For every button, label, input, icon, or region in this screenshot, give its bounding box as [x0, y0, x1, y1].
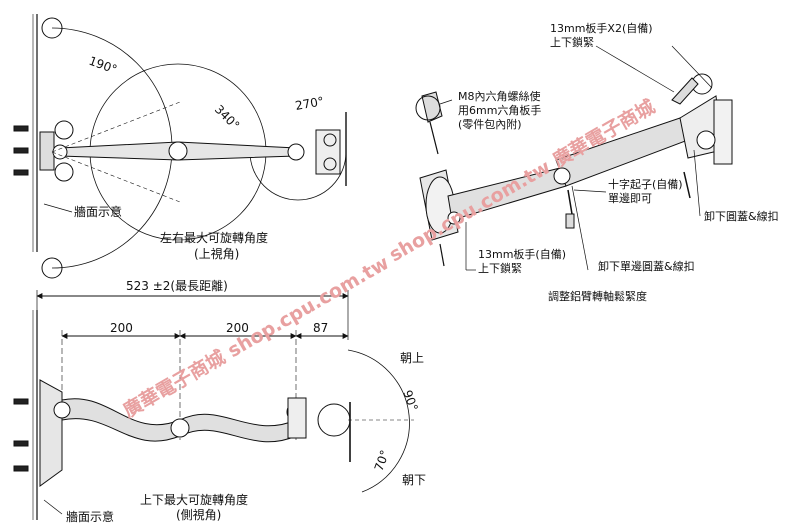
- tilt-up-label: 朝上: [400, 351, 424, 365]
- top-wall-label: 牆面示意: [74, 204, 122, 219]
- tilt-down-angle: 70°: [372, 448, 392, 473]
- tilt-down-label: 朝下: [402, 473, 426, 487]
- adjust-view-drawing: [415, 45, 733, 271]
- side-arm-segment-2: [179, 413, 297, 443]
- top-arm-segment-2: [177, 141, 297, 161]
- side-wall-label: 牆面示意: [66, 509, 114, 524]
- watermark-left: 廣華電子商城 shop.cpu.com.tw: [119, 251, 393, 422]
- side-caption-line2: (側視角): [176, 507, 221, 522]
- top-arm-segment-1: [59, 141, 179, 161]
- tilt-up-angle: 90°: [400, 388, 420, 413]
- top-view-drawing: [13, 14, 347, 279]
- segment-1-label: 200: [110, 321, 133, 335]
- top-monitor-circle-upper: [41, 17, 63, 39]
- top-monitor-circle-lower: [41, 257, 63, 279]
- side-tilt-arc: [347, 349, 410, 493]
- side-caption-line1: 上下最大可旋轉角度: [140, 492, 248, 507]
- hex-note-line2: 用6mm六角板手: [458, 103, 541, 117]
- top-caption-line2: (上視角): [194, 246, 239, 261]
- wrench-note-line1: 13mm板手X2(自備): [550, 21, 653, 35]
- screwdriver-note-line1: 十字起子(自備): [608, 177, 683, 191]
- top-angle-190: 190°: [87, 54, 119, 77]
- top-angle-340: 340°: [212, 102, 242, 132]
- segment-3-label: 87: [313, 321, 328, 335]
- top-caption-line1: 左右最大可旋轉角度: [160, 230, 268, 245]
- total-length-label: 523 ±2(最長距離): [126, 279, 228, 293]
- screwdriver-note-line2: 單邊即可: [608, 191, 652, 205]
- hex-note-line3: (零件包內附): [458, 117, 522, 131]
- hex-note-line1: M8內六角螺絲使: [458, 89, 541, 103]
- top-angle-270: 270°: [294, 94, 325, 113]
- wrench-single-line1: 13mm板手(自備): [478, 247, 566, 261]
- remove-cap-single-label: 卸下單邊圓蓋&線扣: [598, 259, 695, 273]
- segment-2-label: 200: [226, 321, 249, 335]
- side-view-drawing: [13, 290, 414, 520]
- adjust-caption: 調整鋁臂轉軸鬆緊度: [548, 289, 647, 303]
- wrench-note-line2: 上下鎖緊: [550, 35, 594, 49]
- remove-cap-right-label: 卸下圓蓋&線扣: [704, 209, 779, 223]
- wrench-single-line2: 上下鎖緊: [478, 261, 522, 275]
